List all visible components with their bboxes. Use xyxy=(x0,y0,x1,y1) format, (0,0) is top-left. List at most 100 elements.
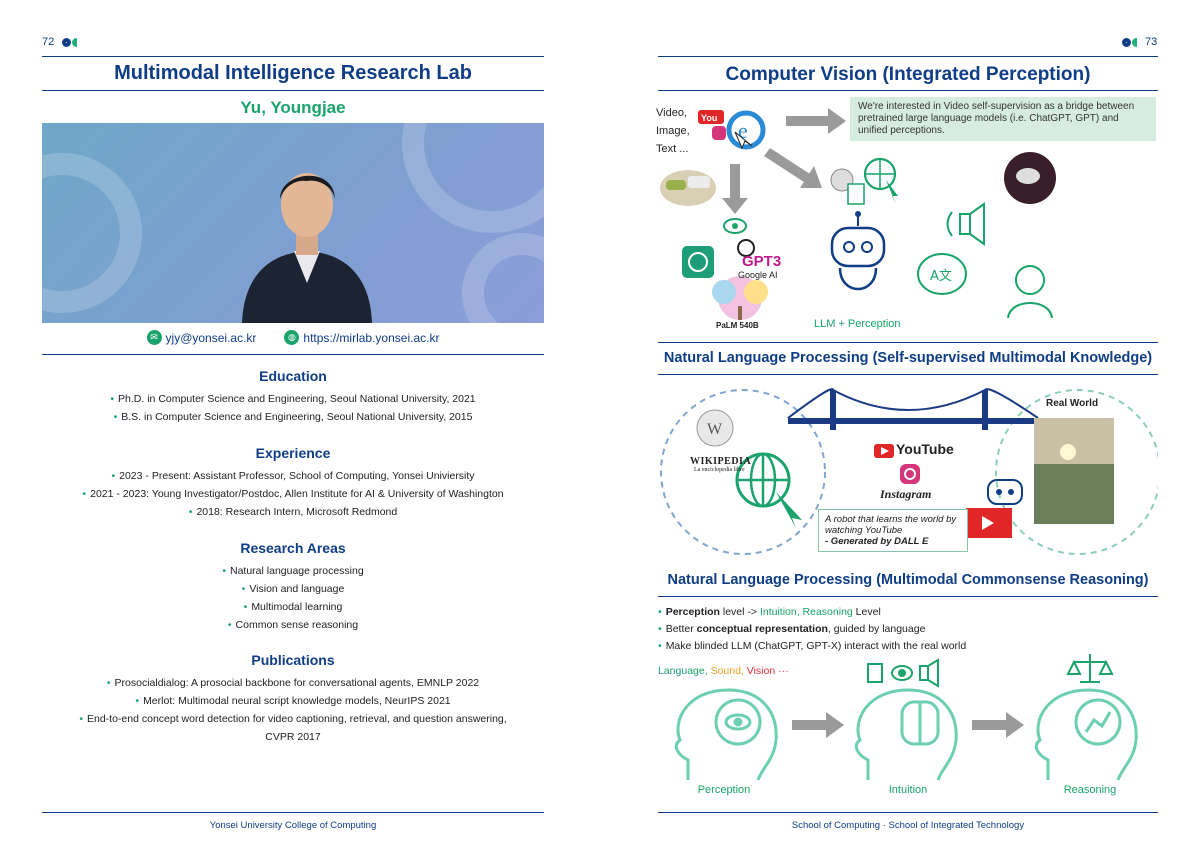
divider xyxy=(42,354,544,355)
experience-item: •2023 - Present: Assistant Professor, Sc… xyxy=(111,470,475,482)
arrow-right-icon xyxy=(786,108,846,134)
divider xyxy=(42,812,544,813)
food-photo xyxy=(660,170,716,206)
stage-reasoning: Reasoning xyxy=(1063,784,1117,796)
youtube-icon xyxy=(874,444,894,458)
mail-icon: ✉ xyxy=(146,330,162,345)
input-image: Image, xyxy=(656,125,690,137)
divider xyxy=(658,342,1158,343)
svg-text:You: You xyxy=(701,113,717,123)
quote-text: A robot that learns the world by watchin… xyxy=(825,514,957,536)
reasoning-head-icon xyxy=(1034,688,1138,781)
palm-wordcloud xyxy=(712,276,768,320)
website-contact[interactable]: ◍ https://mirlab.yonsei.ac.kr xyxy=(284,330,439,345)
nlp-knowledge-title: Natural Language Processing (Self-superv… xyxy=(663,350,1153,366)
publication-item: •Prosocialdialog: A prosocial backbone f… xyxy=(106,677,480,689)
education-heading: Education xyxy=(259,368,327,384)
person-silhouette xyxy=(242,173,372,323)
research-item: •Common sense reasoning xyxy=(227,619,359,631)
experience-item: •2021 - 2023: Young Investigator/Postdoc… xyxy=(82,488,504,500)
instagram-label: Instagram xyxy=(880,487,932,501)
language-label: Language, xyxy=(658,665,708,677)
gpt3-label: GPT3 xyxy=(742,253,782,270)
scale-icon xyxy=(1066,654,1114,683)
bullet-item: •Perception level -> Intuition, Reasonin… xyxy=(658,606,881,618)
bullet-item: •Better conceptual representation, guide… xyxy=(658,623,926,635)
chatgpt-icon xyxy=(682,246,714,278)
publication-item: •Merlot: Multimodal neural script knowle… xyxy=(135,695,451,707)
document-eye-speaker-icons xyxy=(867,658,939,688)
cv-title: Computer Vision (Integrated Perception) xyxy=(725,64,1091,85)
lab-title: Multimodal Intelligence Research Lab xyxy=(114,62,472,84)
publications-section: Publications •Prosocialdialog: A prosoci… xyxy=(42,652,544,746)
experience-section: Experience •2023 - Present: Assistant Pr… xyxy=(42,445,544,521)
quote-credit: - Generated by DALL E xyxy=(825,536,929,547)
publications-heading: Publications xyxy=(251,652,335,668)
real-world-label: Real World xyxy=(1046,398,1099,409)
brand-mark-icon xyxy=(1122,37,1137,47)
translate-icon: A文 xyxy=(917,253,967,295)
profile-photo xyxy=(42,123,544,323)
speaker-icon xyxy=(946,202,985,246)
stage-intuition: Intuition xyxy=(888,784,928,796)
divider xyxy=(658,90,1158,91)
globe-icon: ◍ xyxy=(284,330,300,345)
dalle-quote: A robot that learns the world by watchin… xyxy=(818,509,968,552)
divider xyxy=(42,56,544,57)
instagram-icon xyxy=(900,464,920,484)
globe-cursor-icon xyxy=(735,452,802,528)
input-modalities: Video, Image, Text ... xyxy=(656,104,690,158)
publication-item: •End-to-end concept word detection for v… xyxy=(79,713,507,725)
website-link[interactable]: https://mirlab.yonsei.ac.kr xyxy=(303,330,440,345)
person-icon xyxy=(1007,265,1053,319)
cooking-photo xyxy=(1004,152,1056,204)
wikipedia-label: WIKIPEDIA xyxy=(690,456,752,467)
divider xyxy=(658,812,1158,813)
wikipedia-sub: La enciclopedia libre xyxy=(694,467,745,473)
left-page: 72 Multimodal Intelligence Research Lab … xyxy=(42,36,544,831)
arrow-down-icon xyxy=(722,164,748,214)
experience-item: •2018: Research Intern, Microsoft Redmon… xyxy=(188,506,398,518)
research-item: •Multimodal learning xyxy=(243,601,343,613)
cv-diagram: You e xyxy=(660,108,1056,320)
nlp-reasoning-title: Natural Language Processing (Multimodal … xyxy=(667,572,1149,588)
education-section: Education •Ph.D. in Computer Science and… xyxy=(42,368,544,426)
research-note: We're interested in Video self-supervisi… xyxy=(850,97,1156,141)
brand-mark-icon xyxy=(62,37,78,47)
perception-head-icon xyxy=(674,688,778,781)
input-video: Video, xyxy=(656,107,687,119)
llm-perception-label: LLM + Perception xyxy=(814,318,901,330)
input-text: Text ... xyxy=(656,143,689,155)
browser-icon: You e xyxy=(698,110,766,150)
research-section: Research Areas •Natural language process… xyxy=(42,540,544,634)
research-item: •Natural language processing xyxy=(222,565,364,577)
right-footer: School of Computing · School of Integrat… xyxy=(791,820,1025,831)
left-footer: Yonsei University College of Computing xyxy=(209,820,377,831)
divider xyxy=(658,56,1158,57)
divider xyxy=(658,596,1158,597)
vision-label: Vision xyxy=(746,665,776,677)
research-item: •Vision and language xyxy=(241,583,345,595)
openai-icon xyxy=(737,239,755,257)
experience-heading: Experience xyxy=(255,445,331,461)
contact-row: ✉ yjy@yonsei.ac.kr ◍ https://mirlab.yons… xyxy=(42,330,544,345)
divider xyxy=(658,374,1158,375)
svg-text:A文: A文 xyxy=(930,269,952,284)
reasoning-bullets: •Perception level -> Intuition, Reasonin… xyxy=(658,604,966,655)
svg-text:W: W xyxy=(707,421,723,438)
page-number-text: 73 xyxy=(1145,36,1158,48)
bullet-item: •Make blinded LLM (ChatGPT, GPT-X) inter… xyxy=(658,640,967,652)
education-item: •B.S. in Computer Science and Engineerin… xyxy=(113,411,473,423)
palm-label: PaLM 540B xyxy=(716,321,759,330)
email-contact[interactable]: ✉ yjy@yonsei.ac.kr xyxy=(146,330,257,345)
research-heading: Research Areas xyxy=(240,540,346,556)
email-text[interactable]: yjy@yonsei.ac.kr xyxy=(165,330,257,345)
eye-icon xyxy=(723,218,747,234)
intuition-head-icon xyxy=(854,688,958,781)
left-page-number: 72 xyxy=(42,36,78,48)
arrow-right-icon xyxy=(972,712,1024,738)
modality-labels: Language, Sound, Vision ··· xyxy=(658,665,789,677)
wikipedia-globe-icon xyxy=(830,157,898,205)
page-number-text: 72 xyxy=(42,36,55,48)
robot-laptop-icon xyxy=(966,479,1023,538)
